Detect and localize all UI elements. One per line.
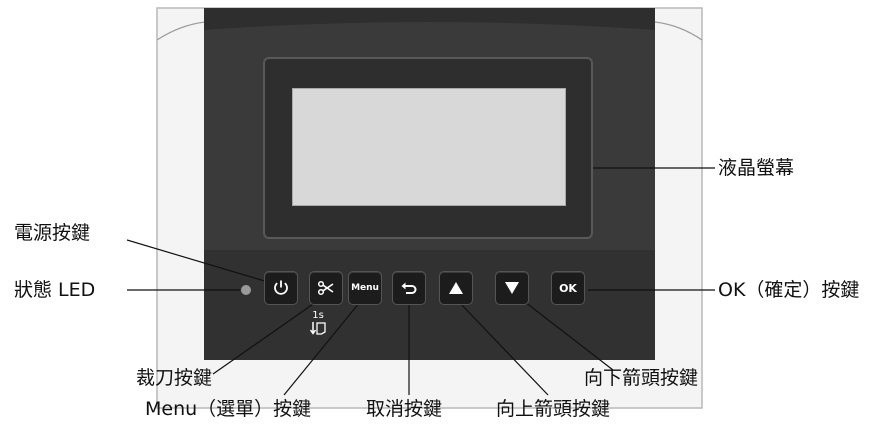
leader-cutter [212,301,317,375]
label-cutter-key: 裁刀按鍵 [136,367,213,389]
paper-feed-icon [309,322,326,335]
scissors-icon [317,280,334,296]
ok-button-label: OK [559,281,577,295]
power-button[interactable] [264,271,298,305]
power-icon [274,280,288,295]
up-arrow-button[interactable] [439,271,473,305]
label-up-key: 向上箭頭按鍵 [496,398,611,420]
front-panel-top-shade [204,8,655,30]
leader-menu [283,301,361,396]
leader-power [126,239,269,283]
label-menu-key: Menu（選單）按鍵 [145,398,312,420]
cutter-button[interactable] [309,271,343,305]
menu-button[interactable]: Menu [348,271,382,305]
hold-duration-text: 1s [312,310,324,321]
button-strip [204,250,655,360]
label-cancel-key: 取消按鍵 [366,398,443,420]
menu-button-label: Menu [351,283,379,293]
triangle-down-icon [505,282,519,294]
leader-lines [126,167,715,396]
casing-curve-right [654,21,703,41]
status-led [241,285,251,295]
feed-hint: 1s [308,310,328,338]
label-ok-key: OK（確定）按鍵 [718,279,860,301]
return-arrow-icon [401,282,417,294]
cancel-button[interactable] [392,271,426,305]
down-arrow-button[interactable] [495,271,529,305]
leader-up [458,301,549,396]
leader-down [524,301,614,371]
label-status-led: 狀態 LED [14,279,96,301]
label-power-key: 電源按鍵 [14,222,91,244]
label-lcd: 液晶螢幕 [718,157,795,179]
ok-button[interactable]: OK [551,271,585,305]
casing-curve-left [156,21,206,41]
lcd-screen [292,88,566,206]
label-down-key: 向下箭頭按鍵 [584,367,699,389]
triangle-up-icon [449,282,463,294]
